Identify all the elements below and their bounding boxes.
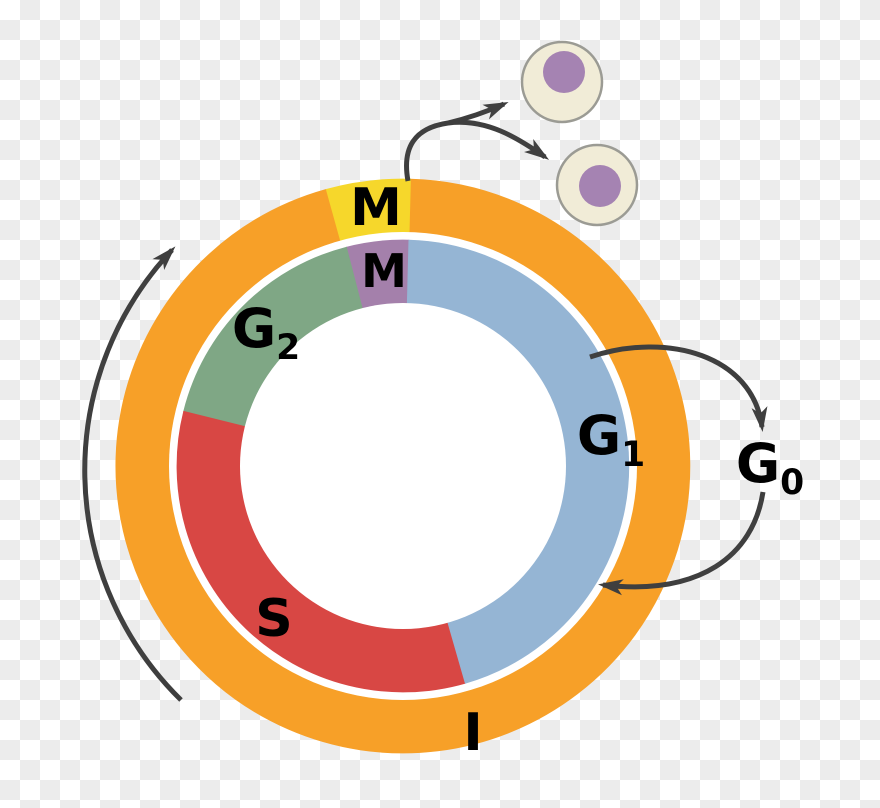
label-g1: G1 bbox=[577, 404, 645, 475]
label-mitosis-inner: M bbox=[361, 244, 407, 298]
daughter-cells bbox=[520, 40, 639, 227]
arrow-cycle-direction bbox=[82, 246, 183, 702]
arrow-g0-to-g1 bbox=[598, 491, 766, 596]
arrow-g1-to-g0 bbox=[589, 344, 768, 432]
arrows bbox=[82, 101, 768, 702]
arrow-mitosis-to-daughter-lower bbox=[404, 119, 550, 182]
inner-ring bbox=[176, 239, 630, 693]
label-mitosis-outer: M bbox=[350, 178, 402, 238]
label-interphase-outer: I bbox=[463, 703, 482, 763]
daughter-cell-2-nucleus bbox=[579, 165, 621, 207]
arrow-mitosis-to-daughter-upper bbox=[447, 101, 509, 126]
label-g0: G0 bbox=[736, 432, 804, 503]
label-s: S bbox=[255, 589, 292, 649]
label-g2: G2 bbox=[232, 297, 300, 368]
daughter-cell-1-nucleus bbox=[543, 51, 585, 93]
cycle-center-disc bbox=[240, 303, 566, 629]
phase-labels: I MM G2S G1 G0 bbox=[232, 178, 804, 763]
